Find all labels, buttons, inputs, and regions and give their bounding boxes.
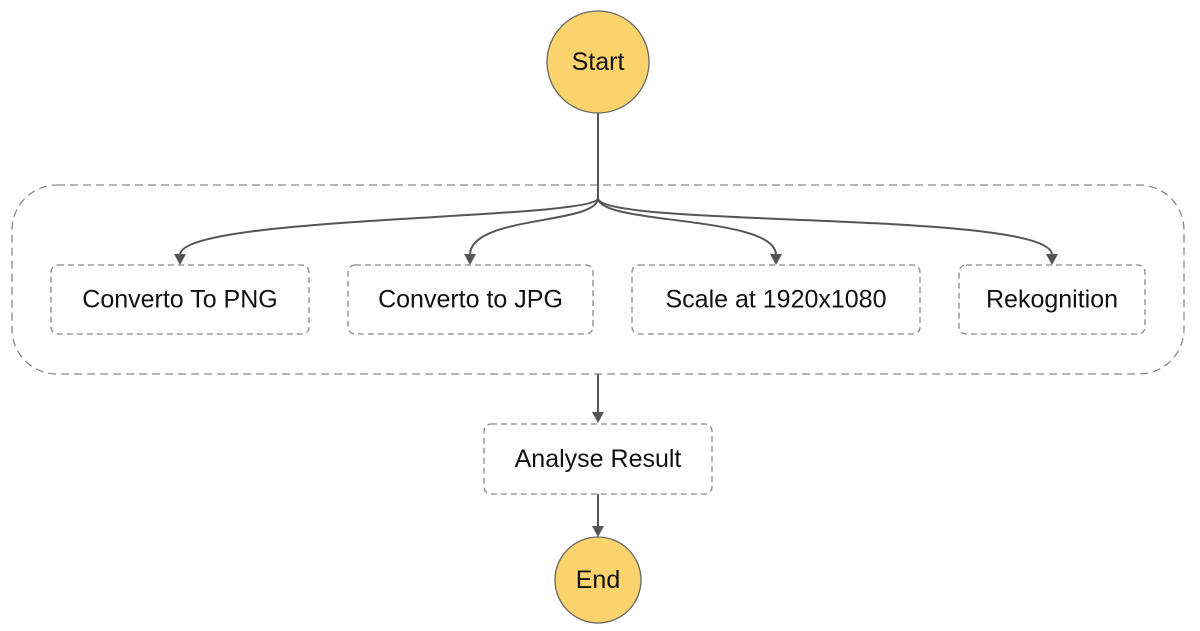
start-node-label: Start [572,48,625,76]
branch-task-png-label: Converto To PNG [82,286,277,314]
branch-task-jpg-box [347,264,594,335]
arrowhead-icon [464,254,476,265]
branch-task-scale-label: Scale at 1920x1080 [665,286,886,314]
arrowheads [174,254,1058,537]
arrowhead-icon [1046,254,1058,265]
end-node[interactable]: End [554,536,642,624]
branch-task-jpg[interactable]: Converto to JPG [347,264,594,335]
end-node-label: End [576,566,620,594]
analyse-result-task-label: Analyse Result [515,445,682,473]
analyse-result-task[interactable]: Analyse Result [483,423,713,495]
edge-to-branch-jpg [469,197,599,256]
branch-task-rekognition[interactable]: Rekognition [958,264,1146,335]
start-node-circle [546,10,650,114]
edges [179,113,1053,527]
branch-task-png[interactable]: Converto To PNG [50,264,310,335]
arrowhead-icon [174,254,186,265]
branch-task-scale[interactable]: Scale at 1920x1080 [631,264,921,335]
branch-task-png-box [50,264,310,335]
edge-to-branch-png [179,197,599,256]
end-node-circle [554,536,642,624]
analyse-result-task-box [483,423,713,495]
branch-task-rekognition-box [958,264,1146,335]
arrowhead-icon [592,412,604,423]
edge-to-branch-scale [597,197,777,256]
edge-to-branch-rekognition [597,197,1053,256]
branch-task-scale-box [631,264,921,335]
branch-task-rekognition-label: Rekognition [986,286,1118,314]
branch-task-jpg-label: Converto to JPG [378,286,563,314]
arrowhead-icon [770,254,782,265]
arrowhead-icon [592,526,604,537]
start-node[interactable]: Start [546,10,650,114]
